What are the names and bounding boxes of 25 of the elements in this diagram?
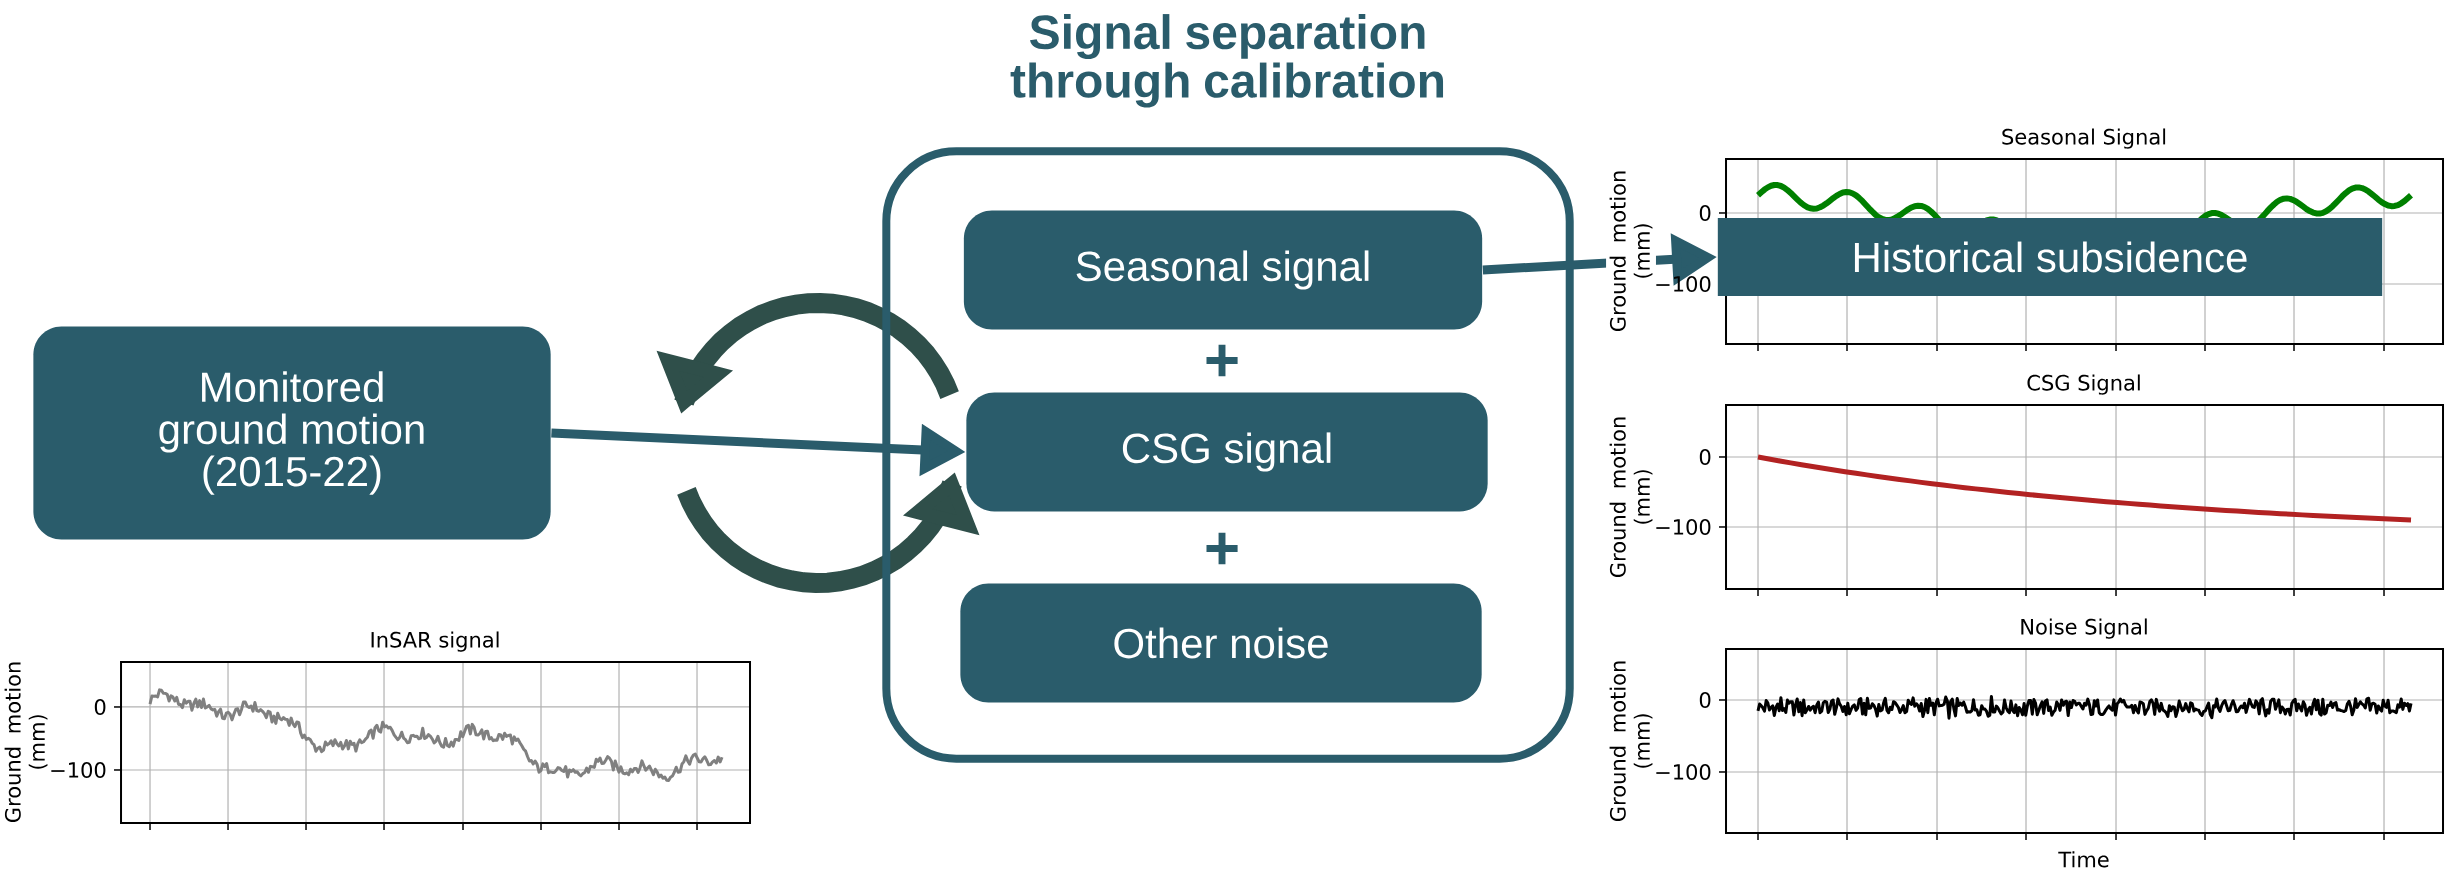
axis-label: Ground motion (mm) [1606, 642, 1656, 840]
tick-label: −100 [1656, 276, 1711, 292]
chart-title: Seasonal Signal [2002, 128, 2166, 149]
tick-label: −100 [1656, 519, 1711, 535]
group-heading: Signal separation through calibration [1010, 14, 1444, 108]
tick-label: 0 [94, 699, 106, 715]
process-box: Monitored ground motion (2015-22) [33, 326, 551, 540]
tick-label: −100 [1656, 764, 1711, 780]
result-box: Historical subsidence [1717, 218, 2383, 296]
axis-label: Ground motion (mm) [1, 643, 51, 841]
tick-label: −100 [51, 762, 106, 778]
tick-label: 0 [1699, 449, 1711, 465]
plus-sign: + [1206, 532, 1238, 565]
chart-title: CSG Signal [2027, 374, 2140, 395]
component-box: Seasonal signal [963, 210, 1483, 330]
component-box: CSG signal [966, 392, 1488, 512]
tick-label: 0 [1699, 205, 1711, 221]
axis-label: Time [2058, 851, 2109, 868]
axis-label: Ground motion (mm) [1606, 398, 1656, 596]
chart-title: Noise Signal [2021, 618, 2147, 639]
chart-title: InSAR signal [371, 631, 499, 652]
plus-sign: + [1206, 344, 1238, 377]
tick-label: 0 [1699, 692, 1711, 708]
component-box: Other noise [960, 583, 1482, 703]
axis-label: Ground motion (mm) [1606, 152, 1656, 350]
